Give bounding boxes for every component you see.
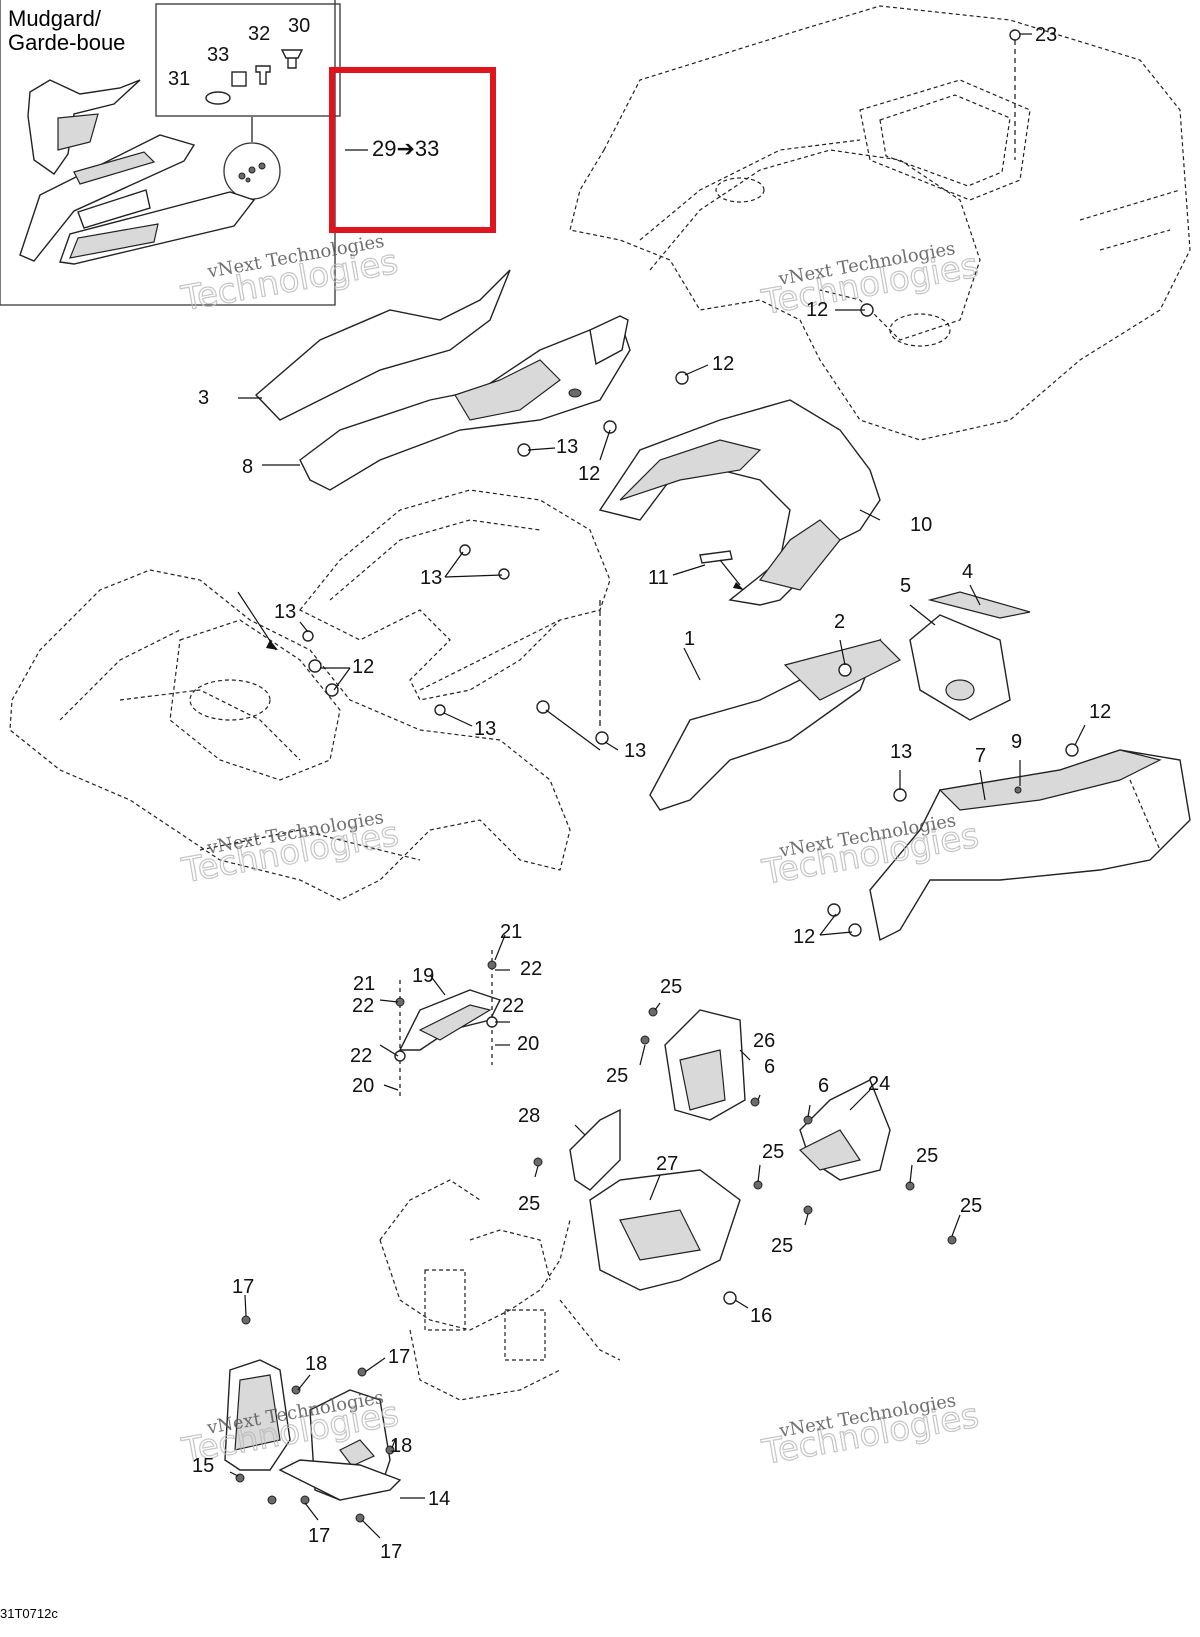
callout-13: 13: [420, 567, 442, 589]
callout-16: 16: [750, 1305, 772, 1327]
hardware-markers: [235, 29, 1079, 1523]
callout-12: 12: [578, 463, 600, 485]
callout-13: 13: [890, 741, 912, 763]
callout-8: 8: [242, 456, 253, 478]
callout-17: 17: [380, 1541, 402, 1563]
front-fender: [9, 569, 571, 901]
callout-4: 4: [962, 561, 973, 583]
callout-11: 11: [648, 567, 669, 589]
callout-22: 22: [520, 958, 542, 980]
callout-32: 32: [248, 23, 270, 45]
callout-27: 27: [656, 1153, 678, 1175]
callout-22: 22: [350, 1045, 372, 1067]
callout-12: 12: [712, 353, 734, 375]
mudguard-strip: [19, 134, 196, 262]
callout-21: 21: [353, 973, 375, 995]
guard-28: [569, 1108, 621, 1191]
side-panels-3-8: [254, 269, 631, 491]
hardware-subbox: [155, 3, 341, 117]
callout-17: 17: [232, 1276, 254, 1298]
callout-24: 24: [868, 1073, 890, 1095]
callout-12: 12: [1089, 701, 1111, 723]
callout-20: 20: [517, 1033, 539, 1055]
callout-25: 25: [960, 1195, 982, 1217]
guard-24: [799, 1079, 891, 1181]
callout-17: 17: [388, 1346, 410, 1368]
callout-2: 2: [834, 611, 845, 633]
callout-7: 7: [975, 745, 986, 767]
callout-12: 12: [352, 656, 374, 678]
callout-6: 6: [818, 1075, 829, 1097]
callout-19: 19: [412, 965, 434, 987]
leader-lines: [229, 33, 1086, 1539]
callout-13: 13: [624, 740, 646, 762]
callout-numbers: 30 32 33 31 23 12 12 3 8 13 12 10 11 13 …: [168, 15, 1111, 1563]
callout-30: 30: [288, 15, 310, 37]
rear-fender: [569, 5, 1191, 441]
callout-15: 15: [192, 1455, 214, 1477]
callout-26: 26: [753, 1030, 775, 1052]
callout-25: 25: [771, 1235, 793, 1257]
callout-25: 25: [660, 976, 682, 998]
callout-22: 22: [502, 995, 524, 1017]
lower-guards: [569, 1009, 891, 1291]
skid-14: [278, 1459, 402, 1501]
callout-9: 9: [1011, 731, 1022, 753]
callout-25: 25: [916, 1145, 938, 1167]
callout-13: 13: [274, 601, 296, 623]
callout-17: 17: [308, 1525, 330, 1547]
callout-18: 18: [390, 1435, 412, 1457]
callout-25: 25: [762, 1141, 784, 1163]
right-side-panels: [649, 591, 1191, 942]
callout-23: 23: [1035, 24, 1057, 46]
watermarks: Technologies vNext Technologies Technolo…: [177, 231, 982, 1474]
front-guards: [224, 1359, 402, 1501]
highlight-range-label: 29➔33: [372, 136, 440, 161]
mudguard-flap: [27, 79, 141, 175]
bracket-19: [394, 950, 501, 1100]
callout-33: 33: [207, 44, 229, 66]
rack-panel-10: [598, 399, 881, 606]
highlight-frame: [329, 67, 496, 233]
callout-3: 3: [198, 387, 209, 409]
center-panel: [237, 489, 611, 730]
callout-31: 31: [168, 68, 190, 90]
callout-6: 6: [764, 1056, 775, 1078]
chassis-frame: [379, 1179, 621, 1401]
label-decal-11: [699, 550, 733, 564]
callout-20: 20: [352, 1075, 374, 1097]
callout-22: 22: [352, 995, 374, 1017]
callout-28: 28: [518, 1105, 540, 1127]
callout-13: 13: [474, 718, 496, 740]
callout-10: 10: [910, 514, 932, 536]
figure-code: 31T0712c: [0, 1606, 58, 1621]
callout-14: 14: [428, 1488, 450, 1510]
callout-25: 25: [518, 1193, 540, 1215]
callout-13: 13: [556, 436, 578, 458]
callout-1: 1: [684, 628, 695, 650]
callout-21: 21: [500, 921, 522, 943]
callout-18: 18: [305, 1353, 327, 1375]
inset-title-line2: Garde-boue: [8, 30, 126, 55]
callout-12: 12: [793, 926, 815, 948]
mudguard-inset: [0, 0, 341, 306]
callout-25: 25: [606, 1065, 628, 1087]
callout-12: 12: [806, 299, 828, 321]
inset-title-line1: Mudgard/: [8, 6, 101, 31]
mudguard-insert: [77, 189, 151, 229]
callout-5: 5: [900, 575, 911, 597]
